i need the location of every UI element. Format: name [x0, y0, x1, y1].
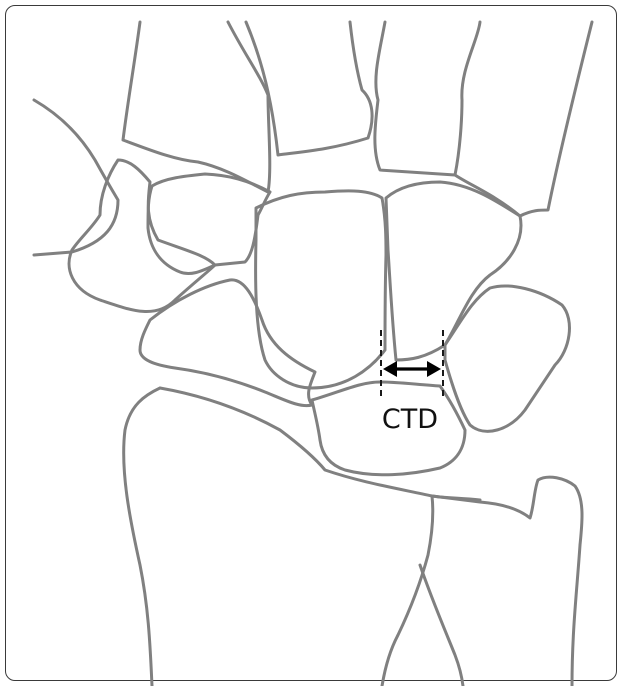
ctd-arrowhead-right — [427, 361, 441, 377]
scaphoid-outline — [140, 280, 315, 406]
capitate-outline — [256, 191, 386, 388]
first-metacarpal-outline — [34, 100, 118, 255]
metacarpals — [34, 22, 592, 255]
second-metacarpal-outline — [123, 22, 270, 192]
radius-ulnar-border — [382, 496, 433, 686]
trapezium-outline — [69, 160, 215, 312]
fifth-metacarpal-outline — [455, 22, 592, 216]
fourth-metacarpal-outline — [375, 22, 480, 175]
forearm-bones — [124, 388, 582, 686]
carpal-bones — [69, 160, 569, 475]
ctd-label: CTD — [382, 404, 438, 435]
ulna-radial-border — [420, 565, 463, 686]
ctd-arrowhead-left — [383, 361, 397, 377]
radius-outline — [124, 388, 160, 686]
